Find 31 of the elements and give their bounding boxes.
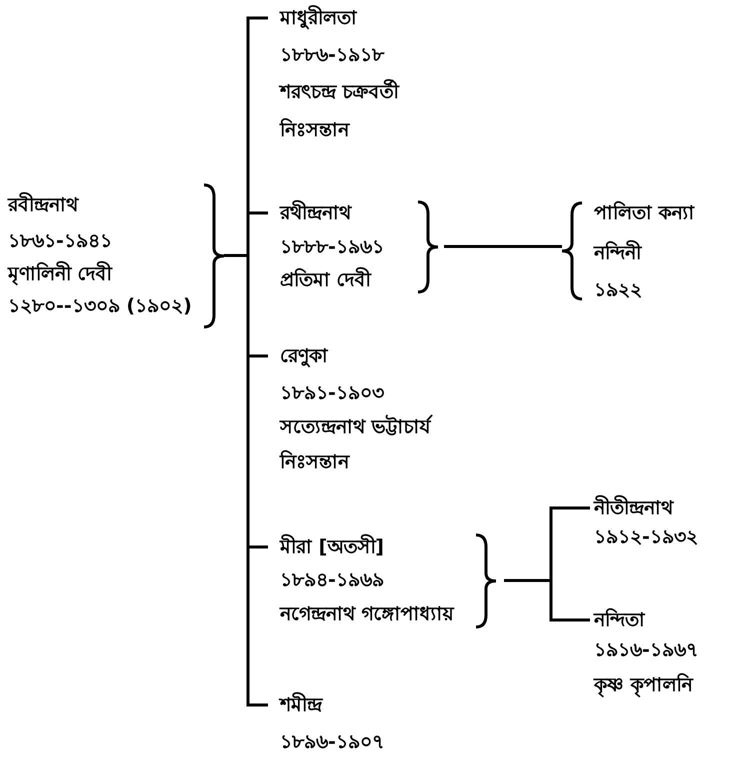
family-line bbox=[444, 245, 562, 248]
node-text: মৃণালিনী দেবী bbox=[8, 260, 112, 288]
node-text: ১৮৮৬-১৯১৮ bbox=[280, 43, 384, 68]
person-name: শমীন্দ্র bbox=[280, 691, 322, 718]
node-text: ১৮৯৪-১৯৬৯ bbox=[280, 568, 384, 593]
node-text: কৃষ্ণ কৃপালনি bbox=[594, 672, 693, 700]
node-text: ১৮৯১-১৯০৩ bbox=[280, 381, 384, 406]
person-name: মীরা [অতসী] bbox=[280, 533, 384, 560]
node-text: ১৮৮৮-১৯৬১ bbox=[280, 235, 384, 260]
node-text: নন্দিনী bbox=[594, 239, 641, 266]
person-name: রথীন্দ্রনাথ bbox=[280, 199, 351, 226]
node-text: ১২৮০--১৩০৯ (১৯০২) bbox=[8, 294, 192, 319]
node-text: সত্যেন্দ্রনাথ ভট্টাচার্য bbox=[280, 414, 431, 440]
family-line bbox=[224, 254, 268, 706]
person-name: রবীন্দ্রনাথ bbox=[8, 191, 78, 218]
person-name: নন্দিতা bbox=[594, 607, 645, 633]
person-name: পালিতা কন্যা bbox=[594, 200, 695, 226]
node-text: নিঃসন্তান bbox=[280, 117, 349, 143]
node-text: নগেন্দ্রনাথ গঙ্গোপাধ্যায় bbox=[280, 602, 454, 627]
node-text: ১৮৯৬-১৯০৭ bbox=[280, 730, 384, 755]
node-text: ১৯১২-১৯৩২ bbox=[594, 525, 698, 550]
node-text: প্রতিমা দেবী bbox=[280, 266, 371, 293]
person-name: রেণুকা bbox=[280, 344, 328, 370]
node-text: শরৎচন্দ্র চক্রবর্তী bbox=[280, 78, 399, 105]
node-text: ১৯১৬-১৯৬৭ bbox=[594, 638, 698, 663]
person-name: মাধুরীলতা bbox=[280, 4, 357, 32]
node-text: নিঃসন্তান bbox=[280, 449, 349, 475]
family-line bbox=[504, 579, 590, 622]
node-text: ১৯২২ bbox=[594, 278, 642, 303]
person-name: নীতীন্দ্রনাথ bbox=[594, 494, 673, 521]
node-text: ১৮৬১-১৯৪১ bbox=[8, 229, 112, 254]
